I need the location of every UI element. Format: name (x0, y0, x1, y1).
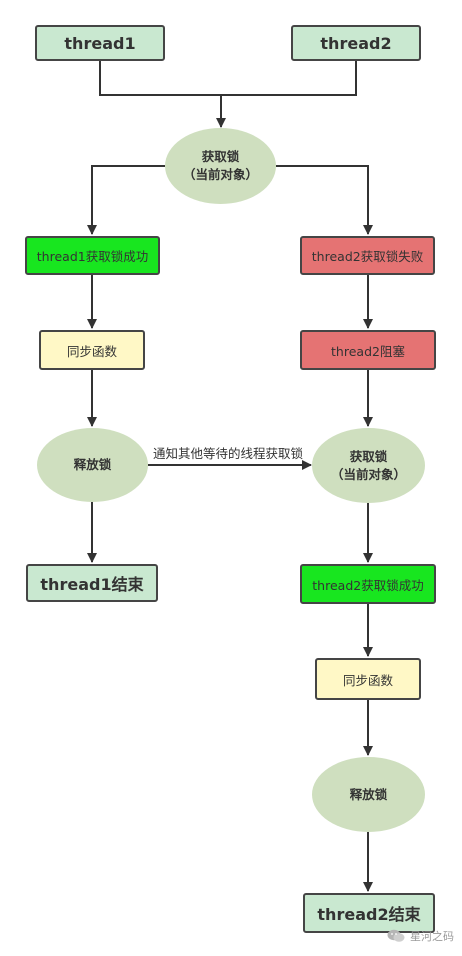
thread2-acquire-lock-line2: （当前对象） (330, 466, 406, 482)
notify-edge-label: 通知其他等待的线程获取锁 (153, 446, 304, 461)
thread2-acquire-lock-line1: 获取锁 (349, 448, 388, 464)
thread2-end-node: thread2结束 (303, 893, 435, 933)
acquire-lock-top-line1: 获取锁 (201, 149, 240, 164)
thread1-end-label: thread1结束 (40, 575, 144, 594)
thread2-lock-fail-node: thread2获取锁失败 (300, 236, 435, 275)
edge-acquire-t2fail (276, 165, 373, 235)
thread2-blocked-node: thread2阻塞 (300, 330, 436, 370)
edge-thread1-merge (99, 61, 221, 96)
thread2-lock-fail-label: thread2获取锁失败 (311, 249, 424, 264)
thread2-sync-function-node: 同步函数 (315, 658, 421, 700)
thread2-lock-success-label: thread2获取锁成功 (312, 577, 424, 593)
wechat-icon (387, 929, 405, 942)
thread1-end-node: thread1结束 (26, 564, 158, 602)
thread1-sync-function-node: 同步函数 (39, 330, 145, 370)
edge-acquire-t1success (87, 165, 165, 235)
watermark-text: 星河之码 (410, 930, 454, 943)
thread1-lock-success-label: thread1获取锁成功 (36, 249, 149, 264)
thread2-acquire-lock-node: 获取锁 （当前对象） (312, 428, 425, 503)
thread2-node: thread2 (291, 25, 421, 61)
thread2-end-label: thread2结束 (317, 905, 421, 924)
thread2-release-lock-node: 释放锁 (312, 757, 425, 832)
thread2-blocked-label: thread2阻塞 (331, 343, 405, 359)
thread2-lock-success-node: thread2获取锁成功 (300, 564, 436, 604)
thread1-sync-function-label: 同步函数 (66, 343, 117, 359)
acquire-lock-top-node: 获取锁 （当前对象） (165, 128, 276, 204)
thread2-release-lock-label: 释放锁 (349, 786, 388, 802)
acquire-lock-top-line2: （当前对象） (182, 167, 258, 182)
edge-thread2-merge (221, 61, 357, 96)
thread2-label: thread2 (320, 33, 392, 53)
thread1-release-lock-label: 释放锁 (73, 457, 112, 472)
thread2-sync-function-label: 同步函数 (342, 672, 393, 688)
thread1-node: thread1 (35, 25, 165, 61)
thread1-release-lock-node: 释放锁 (37, 428, 148, 502)
thread1-label: thread1 (64, 33, 136, 53)
watermark: 星河之码 (387, 928, 454, 944)
thread1-lock-success-node: thread1获取锁成功 (25, 236, 160, 275)
